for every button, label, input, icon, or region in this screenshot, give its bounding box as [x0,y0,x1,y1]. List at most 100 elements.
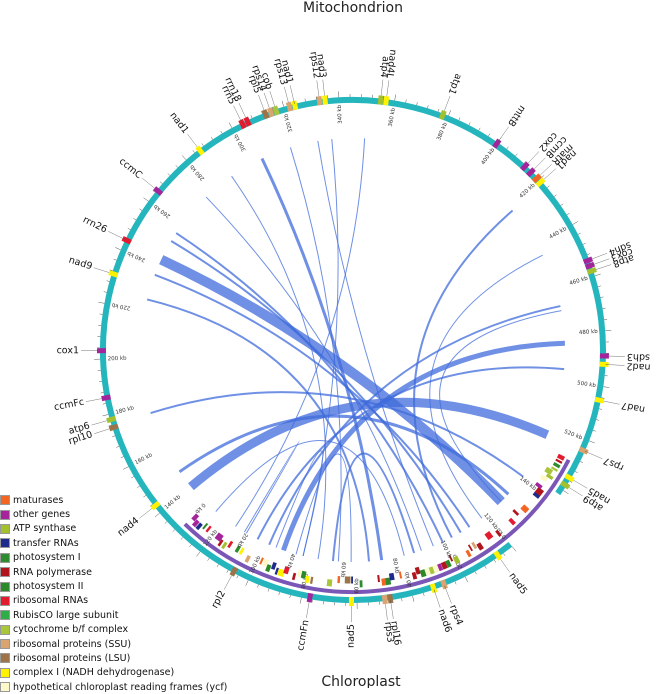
legend-swatch [0,639,10,649]
gene-block [309,593,311,602]
mito-tick [229,123,232,128]
mito-tick [137,486,140,488]
mito-tick-label: 460 kb [569,276,589,287]
chloro-gene-block [447,563,451,565]
chloro-gene-block [389,576,394,577]
mito-tick [561,204,563,206]
legend-label: RNA polymerase [13,567,92,578]
legend-item: transfer RNAs [0,536,250,550]
mito-tick [202,143,204,145]
chloro-gene-block [305,579,309,580]
mito-tick [469,122,470,125]
chloro-gene-block [554,468,555,470]
mito-tick-label: 500 kb [577,380,597,389]
legend-item: RubisCO large subunit [0,608,250,622]
legend-swatch [0,610,10,620]
chloroplast-title: Chloroplast [321,674,401,688]
mito-tick [567,213,570,215]
legend-item: RNA polymerase [0,565,250,579]
gene-label: rps7 [602,455,626,473]
gene-label: nad2 [626,360,651,372]
gene-label: nad9 [67,255,93,273]
chloro-gene-block [515,512,517,514]
gene-block [386,96,387,105]
gene-label: nad5 [346,624,357,648]
gene-leader [569,487,583,496]
gene-label: mttB [505,103,527,128]
mito-tick-label: 300 kb [233,132,248,152]
chloro-gene-block [421,573,426,574]
legend-swatch [0,524,10,534]
gene-block [275,106,278,115]
mito-tick [182,155,186,160]
legend-item: maturases [0,493,250,507]
legend-label: ribosomal proteins (SSU) [13,639,131,650]
gene-leader [94,429,109,434]
mito-tick [115,247,121,249]
gene-leader [573,480,587,488]
gene-leader [592,253,607,259]
chloro-gene-block [549,475,551,478]
legend-item: cytochrome b/f complex [0,623,250,637]
chloro-gene-block [284,569,288,570]
legend-label: RubisCO large subunit [13,610,118,621]
mito-tick-label: 340 kb [337,104,344,124]
gene-leader [86,399,102,402]
gene-label: rrn26 [81,214,109,235]
chloro-gene-block [511,520,514,523]
chloro-gene-block [547,469,550,474]
chloro-gene-block [467,553,470,555]
legend-label: photosystem II [13,581,83,592]
mito-tick [573,222,578,225]
mito-tick [598,286,601,287]
mito-tick-label: 400 kb [480,147,496,166]
gene-leader [540,164,552,175]
mito-tick [251,115,252,118]
gene-leader [187,134,197,147]
chloro-gene-block [560,455,562,459]
legend-swatch [0,682,10,692]
chloro-gene-block [473,545,475,546]
mitochondrion-title: Mitochondrion [303,0,403,16]
gene-label: atp1 [446,72,464,96]
gene-block [319,96,320,105]
gene-leader [239,103,246,118]
chloro-gene-block [385,581,390,582]
gene-leader [444,96,450,111]
mito-tick [402,598,403,601]
chloro-gene-block [558,460,559,462]
mito-tick [563,490,568,493]
mito-tick-label: 240 kb [126,249,146,262]
chloro-gene-block [276,571,278,572]
mito-tick [465,577,468,582]
mito-tick-label: 320 kb [283,112,294,132]
mito-tick [413,596,414,602]
chloro-tick-label: 140 kb [518,476,537,493]
mito-tick [587,254,590,255]
mito-tick [547,186,549,188]
gene-leader [306,602,309,618]
gene-leader [94,268,109,273]
mito-tick [583,243,586,244]
gene-leader [284,87,288,102]
chloro-gene-block [261,561,263,562]
legend-item: complex I (NADH dehydrogenase) [0,666,250,680]
gene-leader [391,603,393,619]
chloro-gene-block [523,507,527,511]
chloro-gene-block [450,558,452,559]
gene-leader [258,95,264,110]
chloro-gene-block [298,573,301,574]
chloro-gene-block [538,484,540,487]
legend-swatch [0,596,10,606]
gene-label: nad7 [620,399,646,415]
mito-tick [144,198,149,202]
mito-tick [503,553,505,555]
mito-tick [423,593,424,596]
mito-tick [455,582,456,585]
gene-leader [604,401,620,404]
chloro-gene-block [278,572,284,574]
legend-label: maturases [13,495,63,506]
legend-item: photosystem II [0,579,250,593]
gene-leader [446,589,452,604]
gene-leader [142,178,154,188]
